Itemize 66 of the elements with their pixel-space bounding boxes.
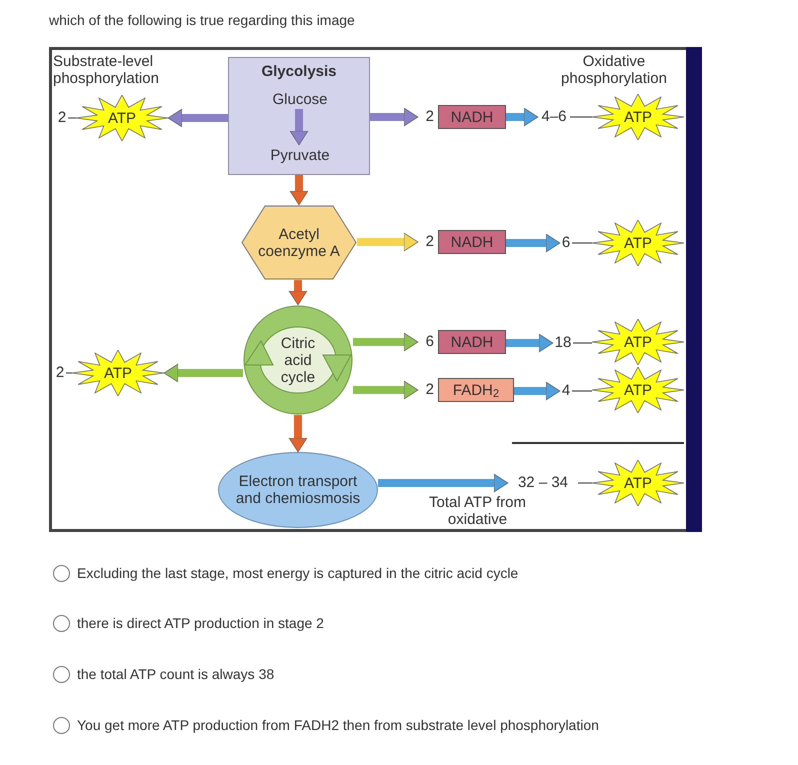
answer-option: Excluding the last stage, most energy is captured in the citric acid cycle <box>77 563 518 584</box>
molecule-label: Glucose <box>265 90 335 110</box>
connector-line <box>573 342 592 344</box>
node-label: ATP <box>108 110 136 126</box>
atp-starburst <box>592 367 684 413</box>
node-label: ATP <box>624 382 652 398</box>
count-label: 2 <box>426 380 434 400</box>
atp-starburst <box>592 94 684 140</box>
arrow <box>288 415 308 452</box>
atp-count: 4 <box>560 382 572 400</box>
total-note: Total ATP from oxidative <box>428 494 527 528</box>
node-label: ATP <box>624 334 652 350</box>
atp-count: 2 <box>54 364 66 382</box>
node-label: NADH <box>450 334 494 350</box>
stage-box <box>228 57 370 175</box>
arrow <box>290 175 308 206</box>
count-label: 2 <box>426 232 434 252</box>
connector-line <box>570 116 592 118</box>
answer-option: there is direct ATP production in stage 2 <box>77 613 324 634</box>
answer-option: You get more ATP production from FADH2 then from substrate level phosphorylation <box>77 715 599 736</box>
node-label: Glycolysis <box>261 63 337 80</box>
atp-starburst <box>76 95 168 141</box>
answer-option: the total ATP count is always 38 <box>77 664 274 685</box>
node-label: FADH$_{2}$ <box>452 382 500 398</box>
section-heading: Oxidative phosphorylation <box>560 53 668 87</box>
arrow <box>288 280 308 306</box>
node-label: Electron transport and chemiosmosis <box>234 473 362 507</box>
atp-starburst <box>72 350 164 396</box>
count-label: 6 <box>426 332 434 352</box>
count-label: 2 <box>426 106 434 127</box>
arrow <box>353 380 418 400</box>
atp-count: 4–6 <box>538 108 570 126</box>
arrow <box>506 334 554 352</box>
arrow <box>370 108 418 126</box>
hexagon-node <box>241 205 357 280</box>
atp-count: 32 – 34 <box>508 474 578 492</box>
node-label: ATP <box>624 108 652 126</box>
molecule-label: Pyruvate <box>260 146 340 166</box>
section-heading: Substrate-level phosphorylation <box>53 53 160 87</box>
atp-starburst <box>592 319 684 365</box>
atp-count: 2 <box>56 109 68 127</box>
arrow <box>168 108 228 128</box>
atp-starburst <box>592 220 684 266</box>
connector-line <box>572 390 592 392</box>
node-label: NADH <box>450 108 494 126</box>
node-label: ATP <box>104 364 132 382</box>
cycle-circle <box>243 305 353 415</box>
arrow <box>506 108 538 126</box>
arrow <box>164 364 243 382</box>
arrow <box>357 232 418 252</box>
arrow <box>353 332 418 352</box>
node-label: ATP <box>624 474 652 492</box>
connector-line <box>572 242 592 244</box>
node-label: Acetyl coenzyme A <box>257 226 341 260</box>
atp-count: 6 <box>560 234 572 252</box>
node-label: NADH <box>450 234 494 250</box>
connector-line <box>578 482 592 484</box>
node-label: ATP <box>624 234 652 252</box>
question-title: which of the following is true regarding this image <box>49 11 355 30</box>
atp-count: 18 <box>553 334 573 352</box>
node-label: Citric acid cycle <box>280 334 316 386</box>
arrow <box>290 109 308 146</box>
arrow <box>514 382 560 400</box>
arrow <box>506 234 560 252</box>
atp-starburst <box>592 460 684 506</box>
arrow <box>378 474 508 492</box>
